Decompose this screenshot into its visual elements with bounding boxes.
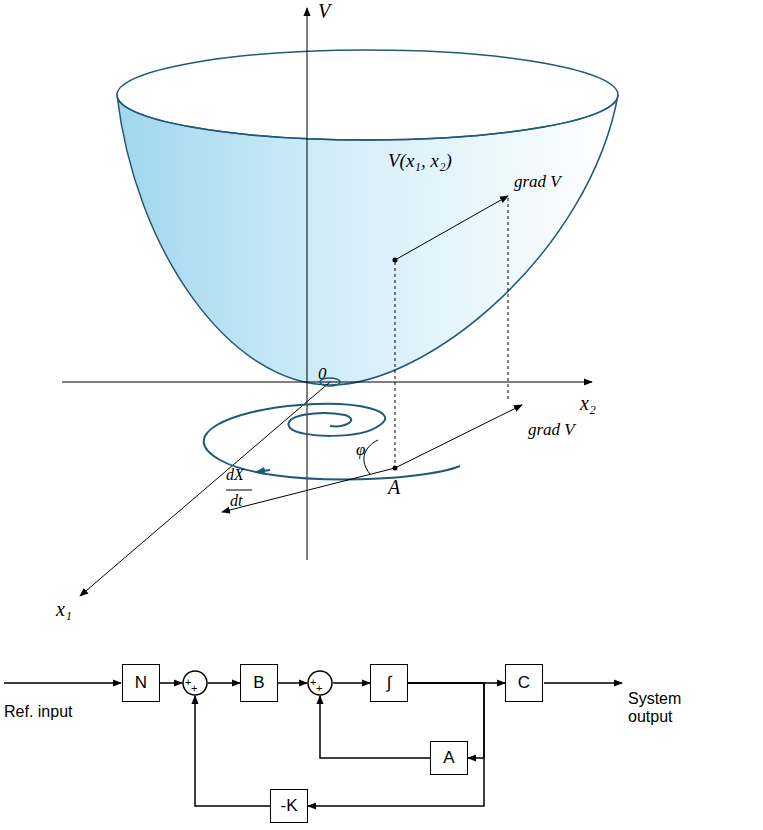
math-label: x₂ xyxy=(580,392,596,415)
block-label: ∫ xyxy=(387,673,392,693)
math-label: V(x₁, x₂) xyxy=(388,150,452,172)
block-box: -K xyxy=(270,789,308,823)
math-label: x₁ xyxy=(56,598,72,621)
math-label: V xyxy=(318,0,330,23)
block-box: ∫ xyxy=(370,664,408,702)
math-label: φ xyxy=(356,440,365,460)
block-label: A xyxy=(443,748,454,768)
signal-line xyxy=(320,696,430,758)
summing-junction: ++ xyxy=(182,670,208,696)
sign-label: + xyxy=(310,677,316,688)
sign-label: + xyxy=(185,677,191,688)
sign-label: + xyxy=(191,683,197,694)
math-label: dt xyxy=(230,492,242,510)
math-label: grad V xyxy=(528,420,575,440)
block-label: -K xyxy=(281,796,298,816)
math-label: 0 xyxy=(318,364,327,384)
signal-label: System output xyxy=(628,690,692,726)
block-label: B xyxy=(253,673,264,693)
block-label: C xyxy=(518,673,530,693)
signal-line xyxy=(195,696,270,806)
math-label: grad V xyxy=(514,172,561,192)
summing-junction: ++ xyxy=(307,670,333,696)
signal-line xyxy=(208,682,240,684)
block-label: N xyxy=(135,673,147,693)
math-label: dX xyxy=(226,466,244,484)
signal-line xyxy=(160,682,182,684)
signal-label: Ref. input xyxy=(4,703,72,721)
signal-line xyxy=(333,682,370,684)
block-box: C xyxy=(505,664,543,702)
block-box: B xyxy=(240,664,278,702)
math-label: A xyxy=(388,476,400,499)
block-box: A xyxy=(430,741,468,775)
block-box: N xyxy=(122,664,160,702)
signal-line xyxy=(278,682,307,684)
sign-label: + xyxy=(316,683,322,694)
